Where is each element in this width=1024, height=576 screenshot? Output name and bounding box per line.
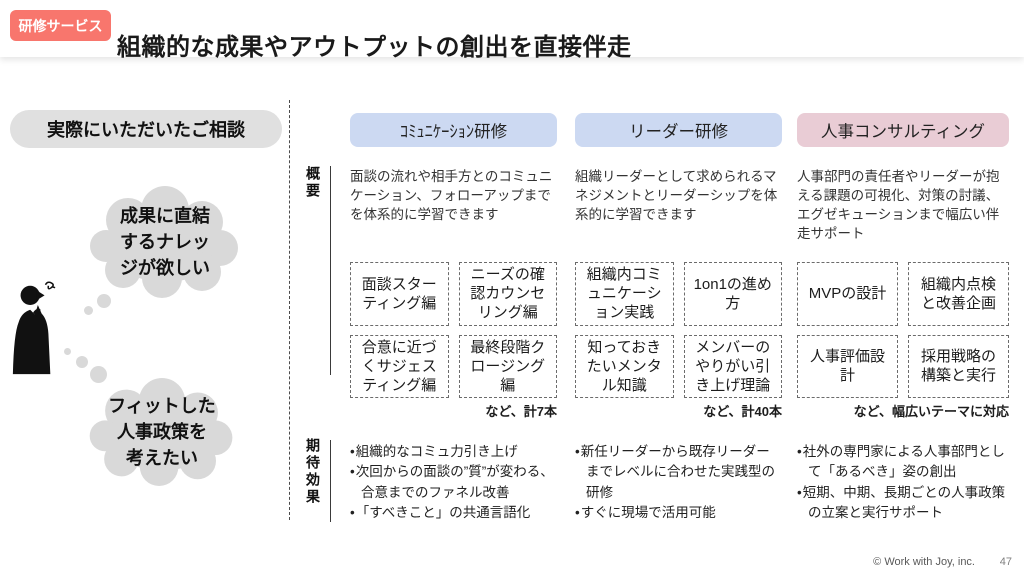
row-label-expected-effects: 期待効果 [305, 438, 321, 506]
course-box: 1on1の進め方 [683, 262, 782, 326]
course-count-note: など、計40本 [703, 404, 782, 419]
page-number: 47 [999, 556, 1012, 568]
course-box: 組織内点検と改善企画 [908, 262, 1009, 326]
expected-effects-list: 社外の専門家による人事部門として「あるべき」姿の創出 短期、中期、長期ごとの人事… [797, 442, 1009, 523]
row-label-overview: 概要 [305, 166, 321, 200]
thought-bubble-text: フィットした 人事政策を 考えたい [108, 395, 216, 469]
course-box: 人事評価設計 [797, 334, 898, 398]
course-box: 知っておきたいメンタル知識 [575, 334, 674, 399]
course-box: 合意に近づくサジェスティング編 [350, 334, 449, 399]
effect-item: 組織的なコミュ力引き上げ [350, 442, 557, 462]
copyright-text: © Work with Joy, inc. [873, 556, 975, 568]
scribble-doodle-icon [44, 281, 56, 290]
expected-effects-list: 新任リーダーから既存リーダーまでレベルに合わせた実践型の研修 すぐに現場で活用可… [575, 442, 782, 523]
course-box: MVPの設計 [797, 262, 898, 326]
column-header: ｺﾐｭﾆｹｰｼｮﾝ研修 [350, 113, 557, 147]
effect-item: 新任リーダーから既存リーダーまでレベルに合わせた実践型の研修 [575, 442, 782, 503]
course-box: 採用戦略の構築と実行 [908, 334, 1009, 398]
column-overview-text: 人事部門の責任者やリーダーが抱える課題の可視化、対策の討議、エグゼキューションま… [797, 169, 1000, 242]
course-box: メンバーのやりがい引き上げ理論 [683, 334, 782, 399]
course-box: 面談スターティング編 [350, 262, 449, 326]
effect-item: 短期、中期、長期ごとの人事政策の立案と実行サポート [797, 483, 1009, 524]
course-count-note: など、幅広いテーマに対応 [853, 404, 1009, 419]
cloud-shape-icon [89, 378, 233, 486]
title-bar: 研修サービス 組織的な成果やアウトプットの創出を直接伴走 [0, 0, 1024, 61]
course-box-grid: 面談スターティング編 ニーズの確認カウンセリング編 合意に近づくサジェスティング… [350, 262, 557, 399]
row-label-rule [330, 166, 331, 375]
course-box: 最終段階クロージング編 [458, 334, 557, 399]
cloud-shape-icon [90, 186, 238, 298]
thought-bubble-text: 成果に直結 するナレッ ジが欲しい [120, 205, 210, 279]
thought-bubble-2: フィットした 人事政策を 考えたい [86, 378, 238, 486]
row-label-rule [330, 440, 331, 522]
course-box: 組織内コミュニケーション実践 [575, 262, 674, 326]
vertical-divider [289, 100, 290, 520]
column-header: リーダー研修 [575, 113, 782, 147]
effect-item: 「すべきこと」の共通言語化 [350, 503, 557, 523]
thought-trail-puff [90, 366, 107, 383]
column-header: 人事コンサルティング [797, 113, 1009, 147]
expected-effects-list: 組織的なコミュ力引き上げ 次回からの面談の”質”が変わる、合意までのファネル改善… [350, 442, 557, 523]
column-communication-training: ｺﾐｭﾆｹｰｼｮﾝ研修 面談の流れや相手方とのコミュニケーション、フォローアップ… [350, 113, 557, 523]
thought-trail-puff [64, 348, 71, 355]
course-box: ニーズの確認カウンセリング編 [458, 262, 557, 326]
course-box-grid: MVPの設計 組織内点検と改善企画 人事評価設計 採用戦略の構築と実行 [797, 262, 1009, 398]
effect-item: 次回からの面談の”質”が変わる、合意までのファネル改善 [350, 462, 557, 503]
column-overview-text: 組織リーダーとして求められるマネジメントとリーダーシップを体系的に学習できます [575, 169, 778, 223]
effect-item: すぐに現場で活用可能 [575, 503, 782, 523]
effect-item: 社外の専門家による人事部門として「あるべき」姿の創出 [797, 442, 1009, 483]
service-category-badge: 研修サービス [10, 10, 111, 41]
thought-trail-puff [84, 306, 93, 315]
consultation-heading: 実際にいただいたご相談 [10, 110, 282, 148]
course-count-note: など、計7本 [485, 404, 557, 419]
course-box-grid: 組織内コミュニケーション実践 1on1の進め方 知っておきたいメンタル知識 メン… [575, 262, 782, 399]
thought-trail-puff [97, 294, 111, 308]
thought-bubble-1: 成果に直結 するナレッ ジが欲しい [90, 186, 240, 298]
slide-title: 組織的な成果やアウトプットの創出を直接伴走 [117, 34, 632, 62]
thought-trail-puff [76, 356, 88, 368]
column-leader-training: リーダー研修 組織リーダーとして求められるマネジメントとリーダーシップを体系的に… [575, 113, 782, 523]
column-hr-consulting: 人事コンサルティング 人事部門の責任者やリーダーが抱える課題の可視化、対策の討議… [797, 113, 1009, 523]
column-overview-text: 面談の流れや相手方とのコミュニケーション、フォローアップまでを体系的に学習できま… [350, 169, 553, 223]
thinking-person-icon [12, 281, 56, 375]
